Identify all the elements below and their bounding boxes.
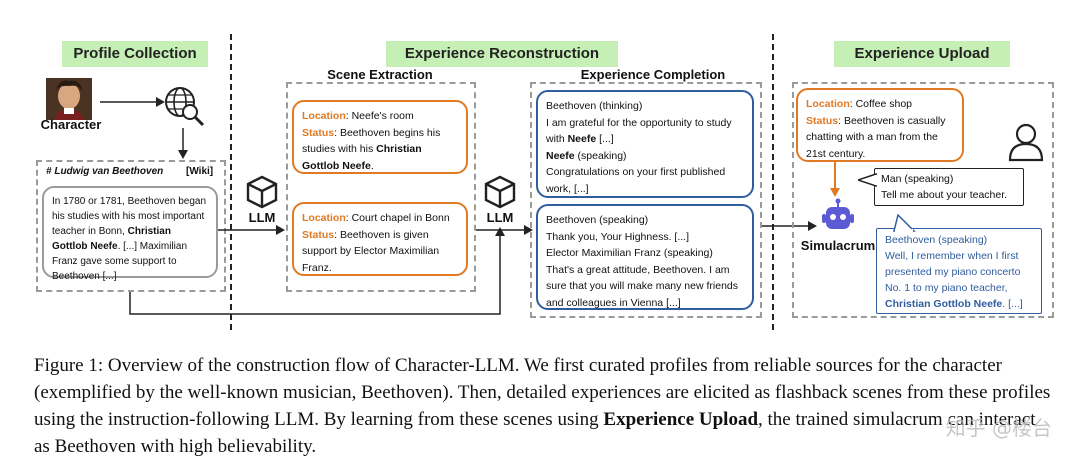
robot-icon	[822, 198, 854, 229]
caption-text-a: Figure 1: Overview of the construction f…	[34, 355, 1051, 430]
arrow-globe-to-wiki	[178, 128, 188, 159]
completion-1-line-2: Congratulations on your first published …	[546, 166, 726, 195]
completion-2-line-2: That's a great attitude, Beethoven. I am…	[546, 263, 738, 309]
stage-profile-collection: Profile Collection	[62, 41, 208, 67]
llm-cube-icon-2	[484, 175, 516, 209]
reply-text-a: Well, I remember when I first presented …	[885, 250, 1021, 294]
upload-status-key: Status	[806, 114, 839, 127]
caption-text-b: , the trained simulacrum can interact as…	[34, 409, 1036, 457]
wiki-text-bold: Christian Gottlob Neefe	[52, 226, 171, 252]
scene-extraction-box	[286, 82, 476, 292]
figure-caption: Figure 1: Overview of the construction f…	[34, 352, 1054, 460]
upload-scene-card: Location: Coffee shop Status: Beethoven …	[796, 88, 964, 162]
llm-label-1: LLM	[248, 210, 276, 225]
reply-bubble-tail	[893, 214, 916, 232]
llm-label-2: LLM	[486, 210, 514, 225]
caption-bold: Experience Upload	[603, 409, 759, 430]
beethoven-reply-bubble: Beethoven (speaking) Well, I remember wh…	[876, 228, 1042, 314]
completion-1-line-1b: [...]	[596, 133, 614, 145]
reply-speaker: Beethoven (speaking)	[885, 234, 988, 246]
llm-cube-icon	[246, 175, 278, 209]
completion-2-speaker-1: Beethoven (speaking)	[546, 214, 649, 226]
completion-1-line-1a: I am grateful for the opportunity to stu…	[546, 116, 732, 146]
scene-2-status: Beethoven is given support by Elector Ma…	[302, 228, 440, 274]
separator-2	[772, 34, 774, 330]
completion-1-speaker-2: (speaking)	[574, 149, 627, 162]
arrow-wiki-to-scene	[218, 225, 285, 235]
person-icon	[1008, 123, 1044, 162]
experience-upload-box	[792, 82, 1054, 318]
completion-card-2: Beethoven (speaking) Thank you, Your Hig…	[536, 204, 754, 310]
scene-card-1: Location: Neefe's room Status: Beethoven…	[292, 100, 468, 174]
arrow-wiki-feedback	[129, 227, 505, 315]
simulacrum-label: Simulacrum	[800, 238, 876, 253]
man-bubble-tail	[858, 172, 878, 188]
reply-text-b: . [...]	[1002, 298, 1023, 310]
completion-1-speaker-1: Beethoven (thinking)	[546, 100, 643, 112]
arrow-scene-to-robot	[830, 162, 840, 197]
scene-1-location-key: Location	[302, 110, 346, 122]
scene-1-location: Neefe's room	[351, 110, 414, 122]
scene-1-status-b: .	[370, 159, 374, 172]
scene-2-status-key: Status	[302, 228, 335, 241]
wiki-text-b: . [...] Maximilian Franz gave some suppo…	[52, 241, 188, 282]
arrow-completion-to-simulacrum	[762, 221, 817, 231]
completion-1-line-1-bold: Neefe	[567, 133, 597, 145]
wiki-profile-box	[36, 160, 226, 292]
scene-2-location: Court chapel in Bonn	[351, 212, 450, 224]
man-speaker: Man (speaking)	[881, 173, 954, 185]
scene-1-status-a: Beethoven begins his studies with his	[302, 126, 441, 156]
experience-completion-box	[530, 82, 762, 318]
completion-2-line-1: Thank you, Your Highness. [...]	[546, 230, 690, 243]
stage-experience-reconstruction: Experience Reconstruction	[386, 41, 618, 67]
scene-2-location-key: Location	[302, 212, 346, 224]
upload-status: Beethoven is casually chatting with a ma…	[806, 114, 946, 160]
globe-search-icon	[165, 87, 205, 127]
scene-card-2: Location: Court chapel in Bonn Status: B…	[292, 202, 468, 276]
man-line: Tell me about your teacher.	[881, 189, 1008, 201]
wiki-text-a: In 1780 or 1781, Beethoven began his stu…	[52, 196, 207, 237]
portrait-image	[46, 78, 92, 120]
separator-1	[230, 34, 232, 330]
wiki-text-card: In 1780 or 1781, Beethoven began his stu…	[42, 186, 218, 282]
reply-text-bold: Christian Gottlob Neefe	[885, 298, 1003, 310]
character-label: Character	[40, 117, 102, 132]
completion-card-1: Beethoven (thinking) I am grateful for t…	[536, 90, 754, 198]
stage-experience-upload: Experience Upload	[834, 41, 1010, 67]
substage-experience-completion: Experience Completion	[580, 67, 726, 82]
substage-scene-extraction: Scene Extraction	[327, 67, 433, 82]
watermark: 知乎 @楼台	[945, 416, 1052, 440]
completion-2-speaker-2: Elector Maximilian Franz (speaking)	[546, 247, 713, 259]
scene-1-status-bold: Christian Gottlob Neefe	[302, 143, 422, 172]
wiki-tag: [Wiki]	[186, 166, 214, 177]
man-speech-bubble: Man (speaking) Tell me about your teache…	[874, 168, 1024, 206]
upload-location-key: Location	[806, 98, 850, 110]
wiki-title: # Ludwig van Beethoven	[46, 166, 164, 177]
scene-1-status-key: Status	[302, 126, 335, 139]
arrow-character-to-globe	[100, 97, 165, 107]
upload-location: Coffee shop	[855, 98, 913, 110]
completion-1-speaker-2-bold: Neefe	[546, 149, 575, 162]
